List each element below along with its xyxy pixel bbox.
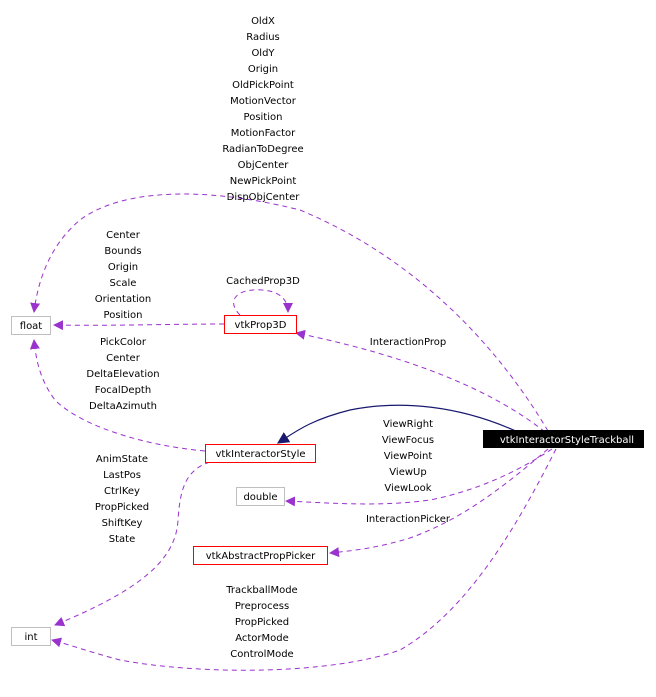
edge-label: State [109, 534, 135, 545]
edge-label: PropPicked [95, 502, 149, 513]
node-vtkInteractorStyle-label: vtkInteractorStyle [216, 449, 306, 460]
edge-label: NewPickPoint [230, 176, 297, 187]
edge-label: OldPickPoint [232, 80, 294, 91]
node-vtkProp3D-label: vtkProp3D [235, 320, 287, 331]
labels-trackball-to-int: TrackballModePreprocessPropPickedActorMo… [225, 585, 297, 660]
edge-label: OldY [251, 48, 275, 59]
node-trackball-label: vtkInteractorStyleTrackball [500, 435, 634, 446]
labels-prop3d-to-float: CenterBoundsOriginScaleOrientationPositi… [95, 230, 151, 321]
edge-label: MotionVector [230, 96, 297, 107]
edge-label: ActorMode [235, 633, 289, 644]
edge-label: ViewPoint [384, 451, 433, 462]
node-double-label: double [243, 492, 277, 503]
edge-inherit-style [276, 404, 521, 444]
node-double[interactable]: double [236, 487, 285, 506]
node-vtkInteractorStyleTrackball[interactable]: vtkInteractorStyleTrackball [483, 430, 644, 448]
node-int[interactable]: int [11, 627, 51, 646]
labels-trackball-to-double: ViewRightViewFocusViewPointViewUpViewLoo… [382, 419, 434, 494]
node-float-label: float [20, 321, 43, 332]
edge-label: Center [106, 230, 141, 241]
edge-label: LastPos [103, 470, 141, 481]
edge-trackball-to-prop3d [295, 329, 546, 433]
edge-label: CachedProp3D [226, 276, 300, 287]
edge-prop3d-to-float [53, 320, 225, 331]
edge-trackball-to-int [51, 448, 557, 671]
edge-label: ObjCenter [238, 160, 290, 171]
labels-trackball-to-picker: InteractionPicker [366, 514, 451, 525]
edge-label: Origin [248, 64, 278, 75]
edge-label: ViewLook [384, 483, 431, 494]
edge-style-to-int [54, 461, 211, 627]
node-int-label: int [24, 632, 37, 643]
edge-label: Origin [108, 262, 138, 273]
edge-label: RadianToDegree [222, 144, 303, 155]
labels-prop3d-self: CachedProp3D [226, 276, 300, 287]
edge-style-to-float [29, 339, 206, 452]
node-vtkProp3D[interactable]: vtkProp3D [224, 315, 297, 334]
edge-label: AnimState [96, 454, 148, 465]
edge-label: Preprocess [235, 601, 289, 612]
edge-label: ControlMode [230, 649, 293, 660]
labels-style-to-int: AnimStateLastPosCtrlKeyPropPickedShiftKe… [95, 454, 149, 545]
edge-label: DispObjCenter [227, 192, 301, 203]
edge-label: PropPicked [235, 617, 289, 628]
edge-label: DeltaElevation [86, 369, 159, 380]
edge-label: ViewRight [383, 419, 433, 430]
edge-prop3d-self [233, 289, 293, 316]
edge-label: FocalDepth [95, 385, 151, 396]
edge-label: ShiftKey [102, 518, 143, 529]
edge-label: Bounds [104, 246, 141, 257]
edge-label: Orientation [95, 294, 151, 305]
edge-label: MotionFactor [231, 128, 296, 139]
node-float[interactable]: float [11, 316, 51, 335]
edge-label: TrackballMode [225, 585, 297, 596]
node-vtkInteractorStyle[interactable]: vtkInteractorStyle [205, 444, 316, 463]
labels-trackball-to-prop3d: InteractionProp [370, 337, 446, 348]
edge-label: Position [244, 112, 283, 123]
edge-trackball-to-float [30, 193, 549, 432]
edge-trackball-to-double [285, 448, 553, 507]
edge-label: Scale [110, 278, 137, 289]
edge-label: ViewFocus [382, 435, 434, 446]
node-vtkAbstractPropPicker-label: vtkAbstractPropPicker [206, 551, 316, 562]
edge-label: ViewUp [389, 467, 426, 478]
edge-label: OldX [251, 16, 275, 27]
edge-trackball-to-picker [329, 448, 549, 558]
edge-label: InteractionProp [370, 337, 446, 348]
edge-label: Position [104, 310, 143, 321]
edge-label: InteractionPicker [366, 514, 451, 525]
labels-style-to-float: PickColorCenterDeltaElevationFocalDepthD… [86, 337, 159, 412]
node-vtkAbstractPropPicker[interactable]: vtkAbstractPropPicker [193, 546, 328, 565]
edge-label: Radius [246, 32, 280, 43]
edge-label: DeltaAzimuth [89, 401, 157, 412]
edge-label: Center [106, 353, 141, 364]
edge-label: CtrlKey [104, 486, 140, 497]
edge-label: PickColor [100, 337, 147, 348]
